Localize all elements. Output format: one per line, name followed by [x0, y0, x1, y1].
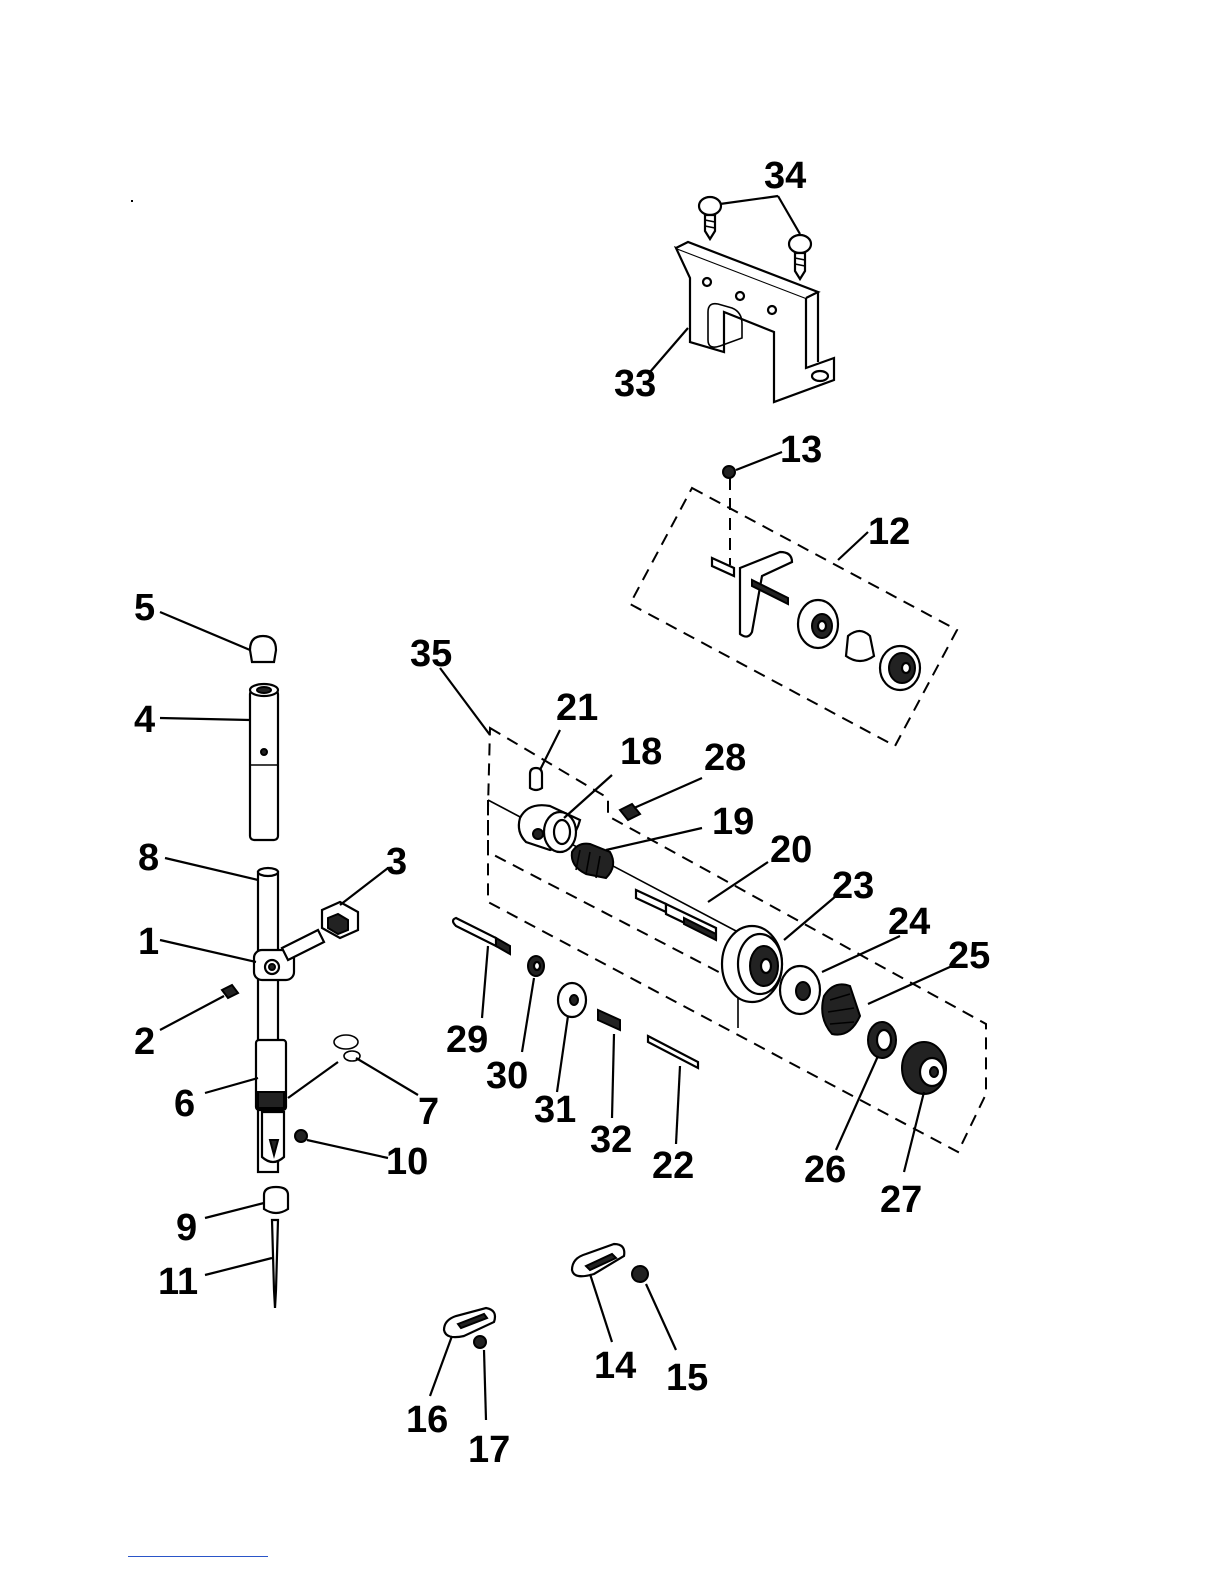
assembly-12 [630, 452, 957, 746]
callout-22: 22 [652, 1145, 694, 1187]
part-9-collar [264, 1187, 288, 1213]
callout-3: 3 [386, 841, 407, 883]
callout-10: 10 [386, 1141, 428, 1183]
part-5-cap [250, 636, 276, 662]
part-34-screw-a [699, 197, 721, 239]
bracket-assembly [650, 196, 834, 402]
part-34-screw-b [789, 235, 811, 279]
needle-bar-assembly [222, 636, 360, 1308]
part-26-ring [868, 1022, 896, 1058]
callout-13: 13 [780, 429, 822, 471]
callout-32: 32 [590, 1119, 632, 1161]
callout-29: 29 [446, 1019, 488, 1061]
part-16-guide [444, 1308, 495, 1337]
part-13-screw [723, 466, 735, 478]
part-15-screw [632, 1266, 648, 1282]
callout-18: 18 [620, 731, 662, 773]
callout-33: 33 [614, 363, 656, 405]
part-23-tension-disc [722, 926, 782, 1002]
callout-1: 1 [138, 921, 159, 963]
part-14-guide [572, 1244, 624, 1276]
callout-8: 8 [138, 837, 159, 879]
callout-12: 12 [868, 511, 910, 553]
footer-rule [128, 1556, 268, 1557]
part-11-needle [272, 1220, 278, 1308]
callout-4: 4 [134, 699, 155, 741]
callout-35: 35 [410, 633, 452, 675]
part-7-ring [334, 1035, 358, 1049]
callout-31: 31 [534, 1089, 576, 1131]
callout-26: 26 [804, 1149, 846, 1191]
callout-28: 28 [704, 737, 746, 779]
part-29-stud [453, 918, 496, 946]
part-20-shaft [636, 890, 716, 940]
lower-guides [430, 1244, 676, 1420]
part-27-knurled-nut [902, 1042, 946, 1094]
callout-5: 5 [134, 587, 155, 629]
part-22-pin [648, 1036, 698, 1068]
callout-30: 30 [486, 1055, 528, 1097]
callout-15: 15 [666, 1357, 708, 1399]
callout-27: 27 [880, 1179, 922, 1221]
callout-19: 19 [712, 801, 754, 843]
part-10-screw [295, 1130, 307, 1142]
part-32-spring [598, 1010, 620, 1030]
callout-34: 34 [764, 155, 806, 197]
callout-9: 9 [176, 1207, 197, 1249]
callout-20: 20 [770, 829, 812, 871]
part-2-screw [222, 985, 238, 998]
callout-6: 6 [174, 1083, 195, 1125]
callout-25: 25 [948, 935, 990, 977]
callout-23: 23 [832, 865, 874, 907]
callout-17: 17 [468, 1429, 510, 1471]
callout-2: 2 [134, 1021, 155, 1063]
callout-14: 14 [594, 1345, 636, 1387]
callout-21: 21 [556, 687, 598, 729]
callout-16: 16 [406, 1399, 448, 1441]
part-25-spring [822, 984, 860, 1034]
callout-7: 7 [418, 1091, 439, 1133]
part-21-set-screw [530, 768, 542, 790]
callout-11: 11 [158, 1261, 198, 1303]
part-17-screw [474, 1336, 486, 1348]
callout-24: 24 [888, 901, 930, 943]
part-24-washer [780, 966, 820, 1014]
